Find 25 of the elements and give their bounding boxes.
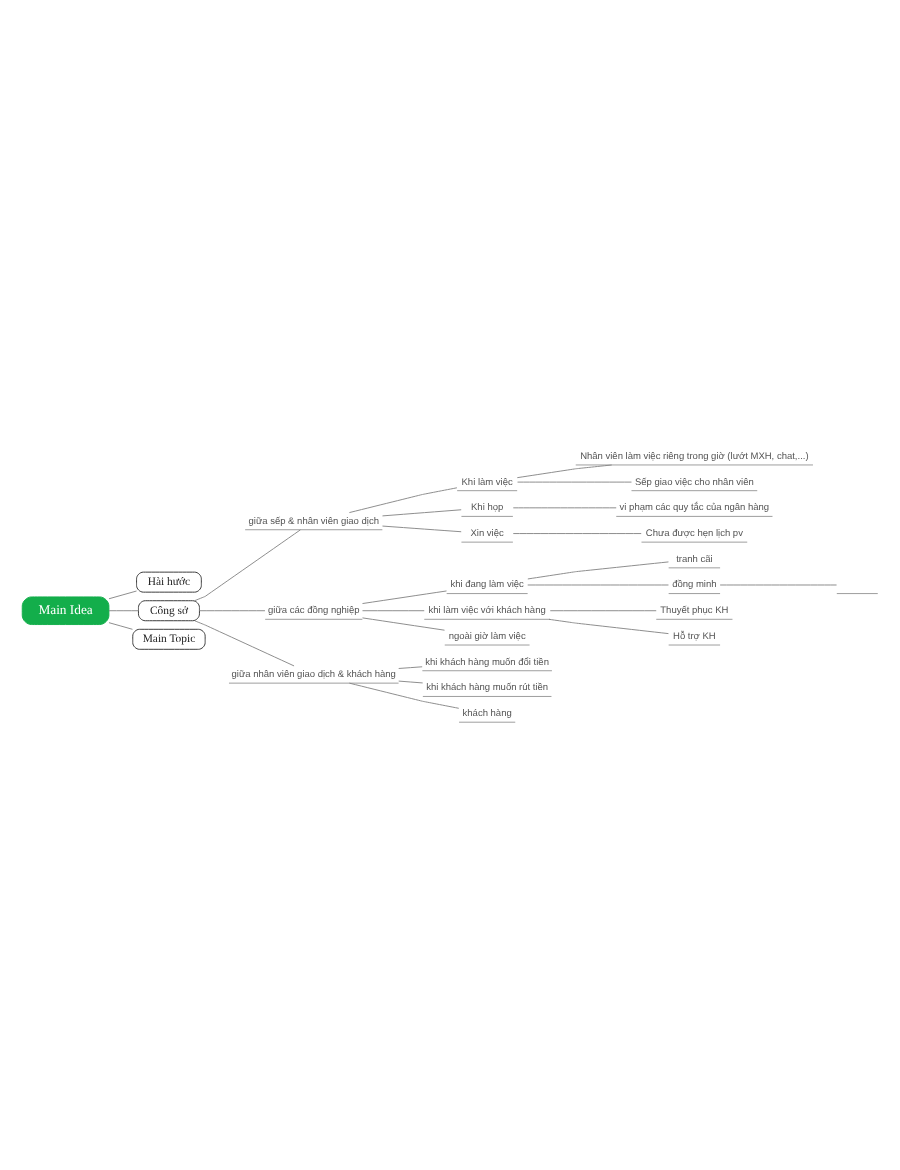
connector <box>362 590 447 605</box>
connector <box>194 529 301 602</box>
connector <box>348 487 458 514</box>
connector <box>517 481 632 483</box>
connector <box>548 618 669 635</box>
connector <box>382 525 462 533</box>
connector <box>348 682 460 709</box>
connector <box>362 617 445 631</box>
connector <box>199 610 266 612</box>
connector <box>362 610 425 612</box>
connector <box>527 561 669 580</box>
connector <box>512 507 617 509</box>
connector <box>719 584 838 586</box>
connector <box>516 464 613 479</box>
connector <box>512 533 642 535</box>
connector <box>108 610 139 612</box>
connector <box>108 590 137 600</box>
connector <box>382 509 462 517</box>
connector <box>549 610 657 612</box>
connector <box>398 680 424 684</box>
connector <box>398 666 423 669</box>
connector <box>108 622 133 630</box>
connector <box>527 584 669 586</box>
node-bar <box>836 593 879 595</box>
connector <box>194 620 295 667</box>
